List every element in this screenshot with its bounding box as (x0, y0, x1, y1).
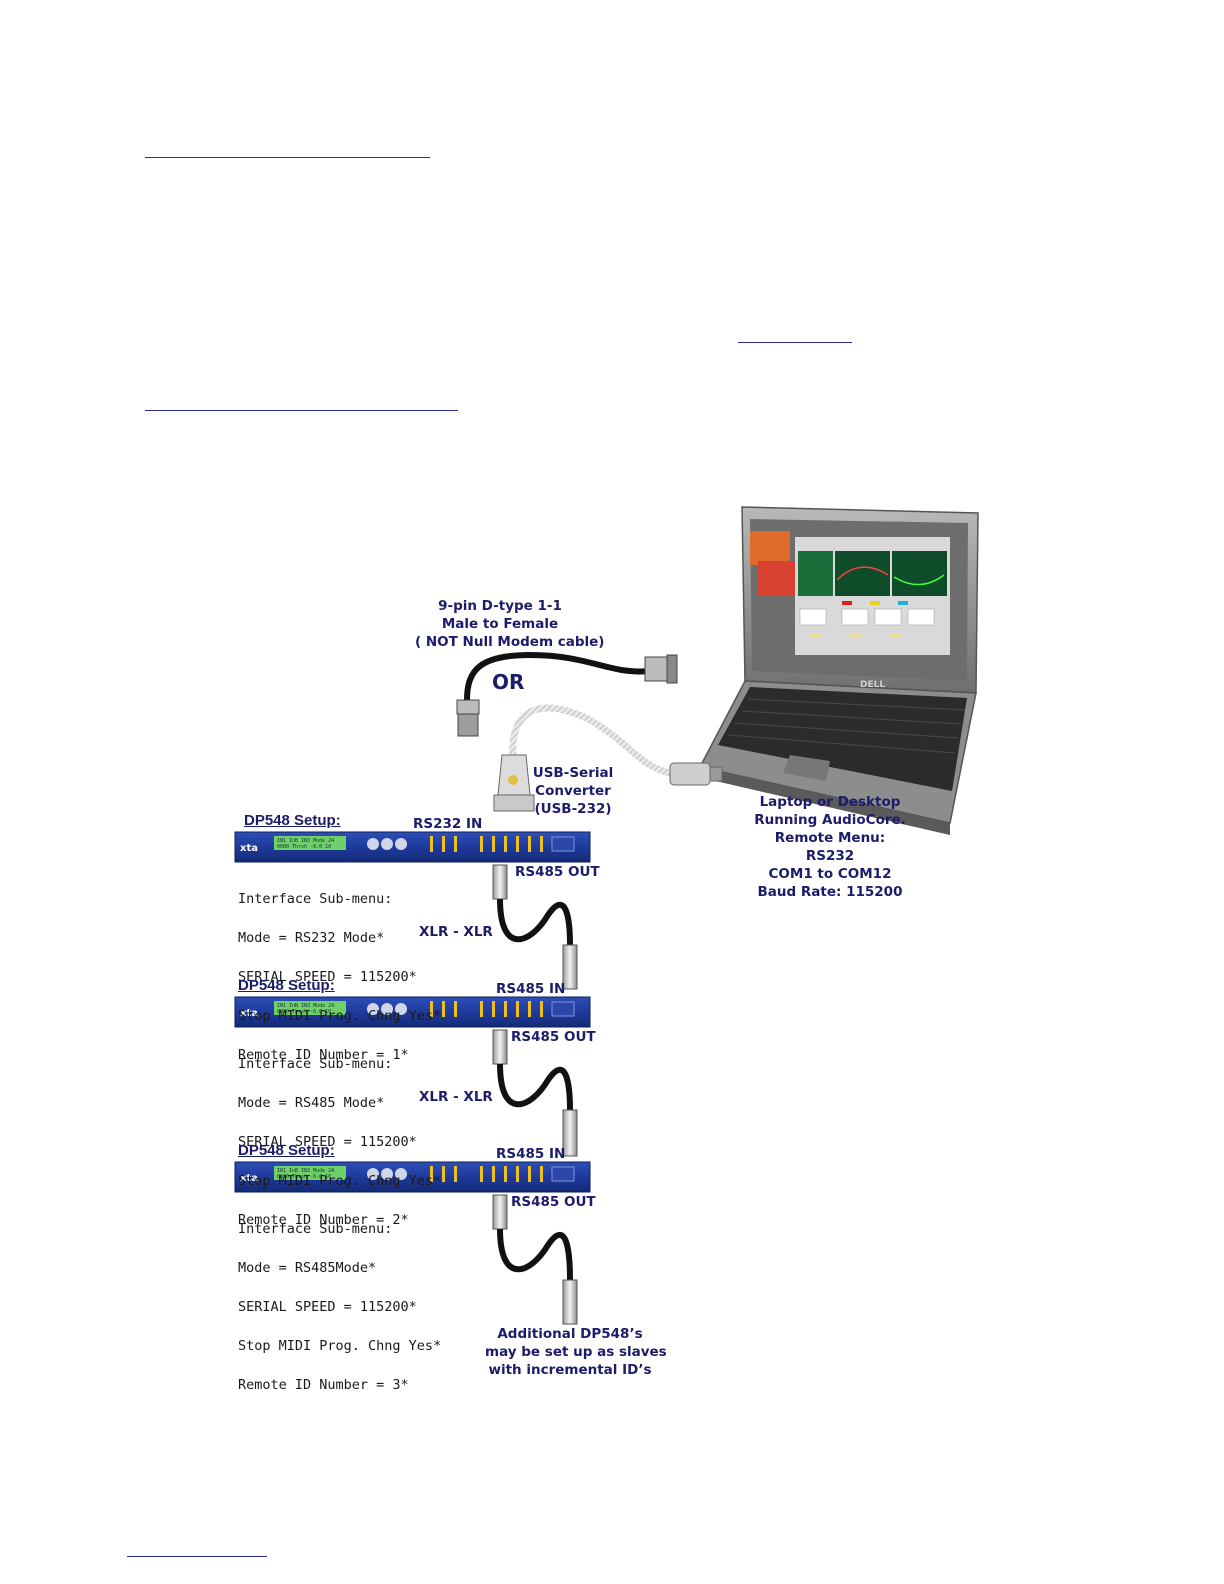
svg-text:0000 Thrsh -6.0 10: 0000 Thrsh -6.0 10 (277, 1009, 331, 1015)
unit-2-in-label: RS485 IN (496, 981, 566, 997)
unit-3-menu-line-3: SERIAL SPEED = 115200* (238, 1299, 417, 1315)
unit-1-link-label: XLR - XLR (419, 924, 493, 940)
laptop-label-line4: RS232 (805, 848, 855, 864)
unit-2-menu-line-4: Stop MIDI Prog. Chng Yes* (238, 1173, 442, 1189)
rack-unit-1: xta IN1 InB IN3 Mode 24 0000 Thrsh -6.0 … (234, 831, 591, 863)
laptop-touchpad (783, 755, 830, 781)
laptop-label-line5: COM1 to COM12 (768, 866, 892, 882)
unit-3-interface-menu: Interface Sub-menu: Mode = RS485Mode* SE… (238, 1197, 441, 1418)
section-heading-underline-2 (145, 410, 458, 411)
laptop-label-line2: Running AudioCore. (754, 812, 906, 828)
unit-2-link-label: XLR - XLR (419, 1089, 493, 1105)
inline-link-underline[interactable] (738, 342, 852, 343)
unit-3-out-label: RS485 OUT (511, 1194, 596, 1210)
unit-3-menu-line-5: Remote ID Number = 3* (238, 1377, 409, 1393)
footer-link-underline[interactable] (127, 1556, 267, 1557)
additional-units-label: Additional DP548’s may be set up as slav… (485, 1325, 667, 1379)
usb-serial-cable (509, 704, 671, 777)
unit-2-menu-line-2: Mode = RS485 Mode* (238, 1095, 385, 1111)
rack-unit-3: xta IN1 InB IN3 Mode 24 0000 Thrsh -6.0 … (234, 1161, 591, 1193)
svg-text:IN1 InB IN3 Mode 24: IN1 InB IN3 Mode 24 (277, 838, 334, 844)
unit-1-interface-menu: Interface Sub-menu: Mode = RS232 Mode* S… (238, 867, 441, 1088)
xlr-cable-2 (492, 1029, 578, 1157)
usb-converter-label-line3: (USB-232) (534, 801, 612, 817)
or-label: OR (492, 670, 525, 694)
unit-3-menu-line-4: Stop MIDI Prog. Chng Yes* (238, 1338, 442, 1354)
laptop-label-line6: Baud Rate: 115200 (757, 884, 903, 900)
unit-1-setup-title: DP548 Setup: (244, 812, 341, 829)
unit-2-setup-title: DP548 Setup: (238, 977, 335, 994)
usb-converter-label-line2: Converter (535, 783, 611, 799)
unit-2-menu-line-1: Interface Sub-menu: (238, 1056, 393, 1072)
unit-1-menu-line-5: Remote ID Number = 1* (238, 1047, 409, 1063)
unit-3-setup-title: DP548 Setup: (238, 1142, 335, 1159)
unit-1-menu-line-2: Mode = RS232 Mode* (238, 930, 385, 946)
laptop: DELL (698, 506, 979, 835)
serial-cable-label: 9-pin D-type 1-1 Male to Female ( NOT Nu… (415, 597, 604, 651)
usb-converter-label: USB-Serial Converter (USB-232) (528, 764, 618, 818)
svg-text:IN1 InB IN3 Mode 24: IN1 InB IN3 Mode 24 (277, 1168, 334, 1174)
unit-1-menu-line-3: SERIAL SPEED = 115200* (238, 969, 417, 985)
unit-1-in-label: RS232 IN (413, 816, 483, 832)
usb-serial-converter (493, 754, 535, 812)
serial-cable-label-line3: ( NOT Null Modem cable) (415, 634, 605, 650)
unit-1-menu-line-1: Interface Sub-menu: (238, 891, 393, 907)
svg-text:IN1 InB IN3 Mode 24: IN1 InB IN3 Mode 24 (277, 1003, 334, 1009)
additional-units-line2: may be set up as slaves (485, 1344, 667, 1360)
svg-text:0000 Thrsh -6.0 10: 0000 Thrsh -6.0 10 (277, 844, 331, 850)
unit-3-menu-line-1: Interface Sub-menu: (238, 1221, 393, 1237)
unit-3-in-label: RS485 IN (496, 1146, 566, 1162)
laptop-brand-logo: DELL (860, 680, 885, 690)
usb-converter-label-line1: USB-Serial (532, 765, 614, 781)
connection-diagram: DELL xta IN1 InB IN3 Mode 24 (230, 505, 990, 1392)
svg-text:xta: xta (240, 1173, 258, 1184)
serial-cable-free-plug (456, 699, 480, 737)
additional-units-line3: with incremental ID’s (488, 1362, 652, 1378)
serial-cable (464, 651, 651, 701)
diagram-graphics: DELL xta IN1 InB IN3 Mode 24 (234, 506, 979, 1325)
laptop-label: Laptop or Desktop Running AudioCore. Rem… (750, 793, 910, 901)
laptop-label-line1: Laptop or Desktop (759, 794, 901, 810)
usb-plug (669, 762, 723, 786)
unit-2-menu-line-3: SERIAL SPEED = 115200* (238, 1134, 417, 1150)
unit-2-interface-menu: Interface Sub-menu: Mode = RS485 Mode* S… (238, 1032, 441, 1253)
serial-cable-label-line1: 9-pin D-type 1-1 (438, 598, 562, 614)
rack-lcd (274, 836, 346, 850)
laptop-label-line3: Remote Menu: (774, 830, 886, 846)
xlr-cable-1 (492, 864, 578, 990)
section-heading-underline-1 (145, 157, 430, 158)
unit-3-menu-line-2: Mode = RS485Mode* (238, 1260, 377, 1276)
rack-logo: xta (240, 843, 258, 854)
unit-1-menu-line-4: Stop MIDI Prog. Chng Yes* (238, 1008, 442, 1024)
rack-unit-2: xta IN1 InB IN3 Mode 24 0000 Thrsh -6.0 … (234, 996, 591, 1028)
unit-1-out-label: RS485 OUT (515, 864, 600, 880)
svg-text:0000 Thrsh -6.0 10: 0000 Thrsh -6.0 10 (277, 1174, 331, 1180)
laptop-screen-app (750, 531, 950, 655)
xlr-cable-3 (492, 1194, 578, 1325)
serial-cable-label-line2: Male to Female (441, 616, 559, 632)
unit-2-out-label: RS485 OUT (511, 1029, 596, 1045)
unit-2-menu-line-5: Remote ID Number = 2* (238, 1212, 409, 1228)
additional-units-line1: Additional DP548’s (497, 1326, 643, 1342)
serial-cable-laptop-plug (644, 654, 678, 684)
svg-text:xta: xta (240, 1008, 258, 1019)
